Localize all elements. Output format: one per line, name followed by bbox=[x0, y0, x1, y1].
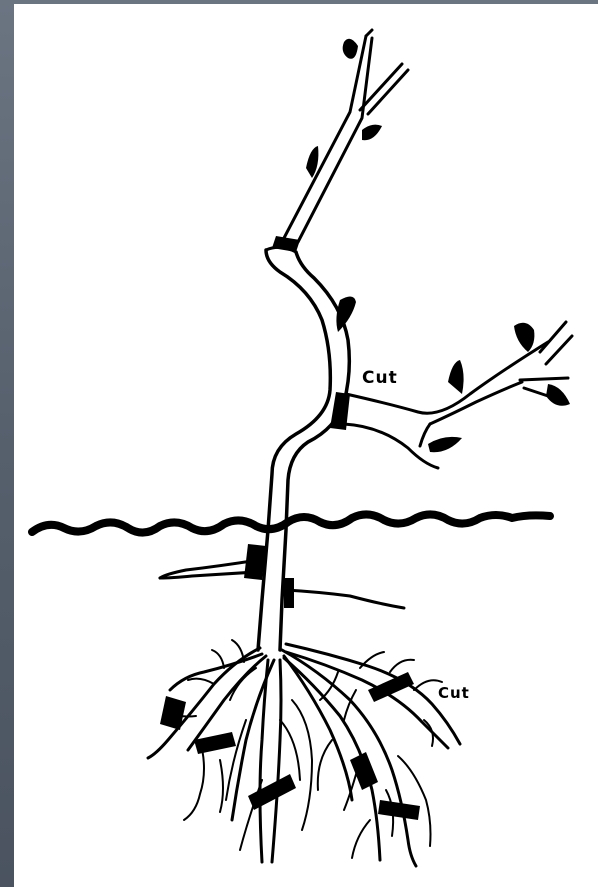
upper-shoot bbox=[284, 30, 408, 242]
cut-label-root: Cut bbox=[438, 684, 470, 702]
main-stem bbox=[258, 247, 349, 650]
cut-label-stem: Cut bbox=[362, 368, 398, 388]
ground-line bbox=[32, 514, 550, 532]
root-system bbox=[148, 640, 460, 866]
side-branch bbox=[344, 322, 572, 468]
